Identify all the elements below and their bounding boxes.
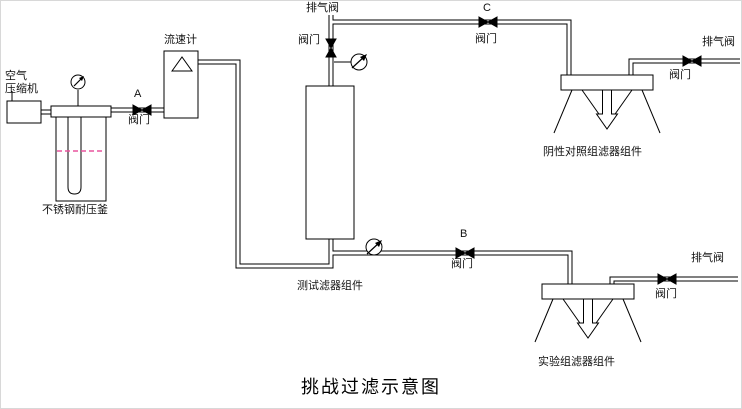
experimental-exhaust-name: 排气阀	[691, 252, 724, 264]
flow-meter	[163, 50, 199, 119]
pressure-gauge-icon	[70, 74, 86, 90]
pressure-vessel	[50, 74, 112, 202]
negative-control-exhaust-label: 阀门	[669, 69, 691, 81]
experimental-exhaust-label: 阀门	[655, 288, 677, 300]
valve-b-letter: B	[460, 228, 468, 240]
pipe-line-c	[331, 19, 572, 77]
experimental-filter-assembly	[534, 283, 642, 343]
valve-a-icon	[132, 104, 152, 116]
pipes-inner-layer	[41, 15, 740, 286]
valve-b-icon	[455, 247, 475, 259]
experimental-exhaust-valve-icon	[657, 273, 677, 285]
test-filter-housing	[305, 85, 355, 240]
vent-valve-name: 排气阀	[306, 2, 339, 14]
diagram-title: 挑战过滤示意图	[301, 377, 441, 397]
upstream-gauge-icon	[334, 53, 368, 71]
air-compressor	[6, 91, 42, 124]
valve-a-label: 阀门	[128, 114, 150, 126]
downstream-gauge-icon	[365, 238, 383, 256]
flow-meter-float-icon	[171, 56, 193, 72]
valve-c-letter: C	[483, 2, 491, 14]
flow-direction-arrow-icon	[576, 298, 600, 339]
dip-tube	[67, 117, 82, 195]
valve-b-label: 阀门	[451, 258, 473, 270]
vent-valve-label: 阀门	[298, 34, 320, 46]
vent-valve-icon	[325, 38, 337, 58]
valve-c-icon	[478, 16, 498, 28]
valve-c-label: 阀门	[475, 33, 497, 45]
negative-control-filter-assembly	[553, 74, 661, 134]
air-compressor-label: 空气 压缩机	[5, 70, 38, 95]
negative-control-exhaust-valve-icon	[682, 55, 702, 67]
negative-control-exhaust-name: 排气阀	[702, 36, 735, 48]
pressure-vessel-label: 不锈钢耐压釜	[42, 204, 108, 216]
negative-control-filter-label: 阴性对照组滤器组件	[543, 146, 642, 158]
flow-meter-label: 流速计	[164, 34, 197, 46]
flow-direction-arrow-icon	[595, 89, 619, 130]
experimental-filter-label: 实验组滤器组件	[538, 356, 615, 368]
test-filter-label: 测试滤器组件	[297, 280, 363, 292]
valve-a-letter: A	[134, 88, 142, 100]
